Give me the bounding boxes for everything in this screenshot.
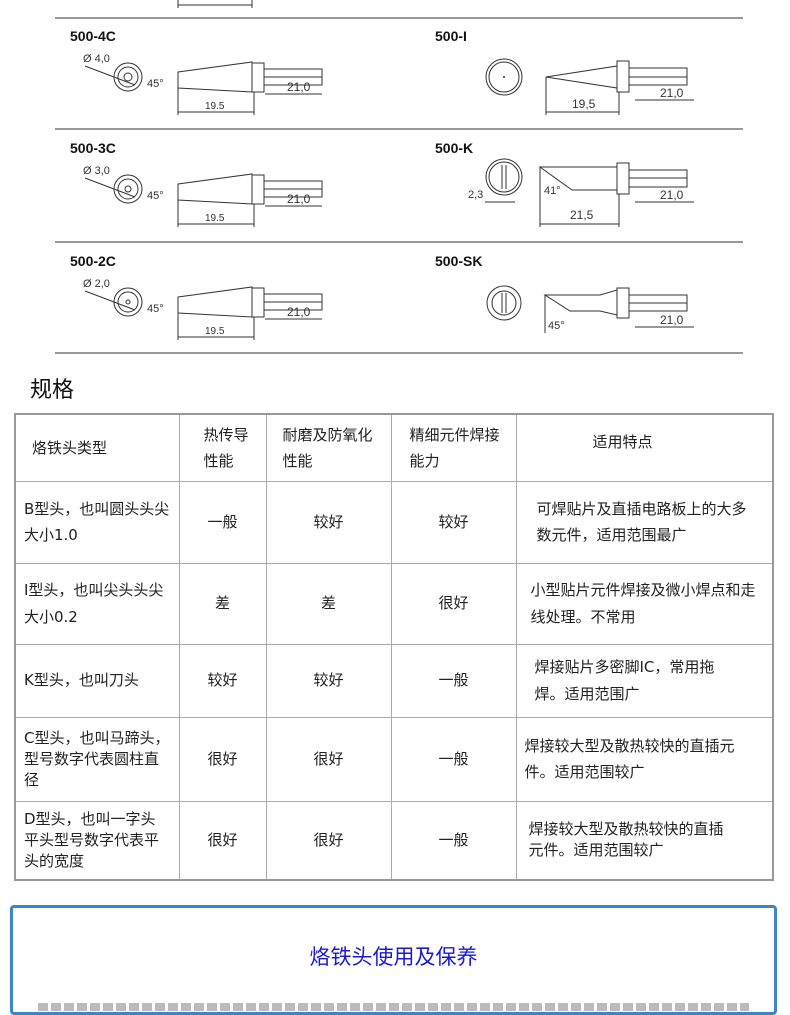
- svg-text:19,5: 19,5: [572, 97, 596, 111]
- cell: 较好: [390, 480, 517, 564]
- tip-panel-500-2c: 500-2C Ø 2,0 45° 19.5 21,0: [55, 245, 385, 355]
- cell: 较好: [265, 643, 392, 718]
- cell: 一般: [390, 643, 517, 718]
- svg-text:2,3: 2,3: [468, 189, 483, 201]
- svg-text:21,0: 21,0: [660, 313, 684, 327]
- svg-text:45°: 45°: [147, 190, 164, 202]
- cell: B型头，也叫圆头头尖大小1.0: [14, 480, 180, 564]
- cell: 很好: [178, 800, 267, 881]
- tip-drawing-c: Ø 2,0 45° 19.5 21,0: [83, 278, 323, 340]
- cell: D型头，也叫一字头平头型号数字代表平头的宽度: [14, 800, 180, 881]
- svg-text:45°: 45°: [548, 320, 565, 332]
- cell: 差: [265, 562, 392, 645]
- cell: I型头，也叫尖头头尖大小0.2: [14, 562, 180, 645]
- cell: 差: [178, 562, 267, 645]
- divider: [418, 128, 743, 130]
- svg-text:21,0: 21,0: [287, 192, 311, 206]
- svg-text:21,5: 21,5: [570, 208, 594, 222]
- tip-model: 500-SK: [435, 253, 483, 269]
- cell: 可焊贴片及直插电路板上的大多数元件，适用范围最广: [515, 480, 774, 564]
- cell: 很好: [265, 716, 392, 802]
- cell: 一般: [178, 480, 267, 564]
- svg-text:Ø 2,0: Ø 2,0: [83, 278, 110, 290]
- svg-text:45°: 45°: [147, 78, 164, 90]
- tip-model: 500-I: [435, 28, 467, 44]
- cell: 很好: [265, 800, 392, 881]
- partial-dimension: [177, 0, 253, 8]
- divider: [418, 241, 743, 243]
- tip-panel-500-3c: 500-3C Ø 3,0 45° 19.5 21,0: [55, 132, 385, 242]
- svg-text:19.5: 19.5: [205, 101, 225, 112]
- tip-panel-500-sk: 500-SK 45° 21,0: [420, 245, 750, 355]
- header-cell: 精细元件焊接能力: [390, 413, 517, 482]
- cell: 很好: [390, 562, 517, 645]
- tip-model: 500-K: [435, 140, 474, 156]
- divider: [418, 17, 743, 19]
- divider: [55, 352, 743, 354]
- header-cell: 适用特点: [515, 413, 774, 482]
- tip-drawing-sk: 45° 21,0: [486, 285, 694, 333]
- tip-drawing-k: 2,3 41° 21,5 21,0: [468, 158, 694, 227]
- cell: 较好: [265, 480, 392, 564]
- cell: 一般: [390, 800, 517, 881]
- cell: 小型贴片元件焊接及微小焊点和走线处理。不常用: [515, 562, 774, 645]
- tip-model: 500-2C: [70, 253, 116, 269]
- svg-text:21,0: 21,0: [287, 80, 311, 94]
- table-row: D型头，也叫一字头平头型号数字代表平头的宽度 很好 很好 一般 焊接较大型及散热…: [14, 800, 774, 881]
- table-header-row: 烙铁头类型 热传导性能 耐磨及防氧化性能 精细元件焊接能力 适用特点: [14, 413, 774, 482]
- header-cell: 耐磨及防氧化性能: [265, 413, 392, 482]
- tip-panel-500-4c: 500-4C Ø 4,0 45° 19.5 21,0: [55, 20, 385, 130]
- svg-text:21,0: 21,0: [287, 305, 311, 319]
- table-row: B型头，也叫圆头头尖大小1.0 一般 较好 较好 可焊贴片及直插电路板上的大多数…: [14, 480, 774, 564]
- header-cell: 热传导性能: [178, 413, 267, 482]
- svg-text:19.5: 19.5: [205, 326, 225, 337]
- cell: K型头，也叫刀头: [14, 643, 180, 718]
- care-section: 烙铁头使用及保养: [10, 905, 777, 1015]
- cell: 一般: [390, 716, 517, 802]
- cell: 焊接较大型及散热较快的直插元件。适用范围较广: [515, 716, 774, 802]
- spec-table: 烙铁头类型 热传导性能 耐磨及防氧化性能 精细元件焊接能力 适用特点 B型头，也…: [14, 413, 774, 881]
- divider: [55, 17, 420, 19]
- svg-text:19.5: 19.5: [205, 213, 225, 224]
- cell: 较好: [178, 643, 267, 718]
- cell: 焊接贴片多密脚IC，常用拖焊。适用范围广: [515, 643, 774, 718]
- table-row: K型头，也叫刀头 较好 较好 一般 焊接贴片多密脚IC，常用拖焊。适用范围广: [14, 643, 774, 718]
- svg-text:41°: 41°: [544, 185, 561, 197]
- cell: C型头，也叫马蹄头，型号数字代表圆柱直径: [14, 716, 180, 802]
- tip-drawing-i: 19,5 21,0: [485, 58, 694, 115]
- svg-text:Ø 4,0: Ø 4,0: [83, 53, 110, 65]
- table-row: C型头，也叫马蹄头，型号数字代表圆柱直径 很好 很好 一般 焊接较大型及散热较快…: [14, 716, 774, 802]
- divider: [55, 241, 420, 243]
- svg-text:21,0: 21,0: [660, 188, 684, 202]
- divider: [55, 128, 420, 130]
- table-row: I型头，也叫尖头头尖大小0.2 差 差 很好 小型贴片元件焊接及微小焊点和走线处…: [14, 562, 774, 645]
- header-cell: 烙铁头类型: [14, 413, 180, 482]
- cell: 焊接较大型及散热较快的直插元件。适用范围较广: [515, 800, 774, 881]
- tip-model: 500-4C: [70, 28, 116, 44]
- cutoff-text-line: [38, 1003, 749, 1011]
- tip-model: 500-3C: [70, 140, 116, 156]
- tip-panel-500-k: 500-K 2,3 41° 21,5 21,0: [420, 132, 750, 242]
- tip-panel-500-i: 500-I 19,5 21,0: [420, 20, 750, 130]
- spec-heading: 规格: [30, 378, 75, 403]
- care-title: 烙铁头使用及保养: [309, 945, 478, 969]
- cell: 很好: [178, 716, 267, 802]
- svg-text:21,0: 21,0: [660, 86, 684, 100]
- svg-text:45°: 45°: [147, 303, 164, 315]
- tip-drawing-c: Ø 4,0 45° 19.5 21,0: [83, 53, 323, 115]
- svg-text:Ø 3,0: Ø 3,0: [83, 165, 110, 177]
- tip-drawing-c: Ø 3,0 45° 19.5 21,0: [83, 165, 323, 227]
